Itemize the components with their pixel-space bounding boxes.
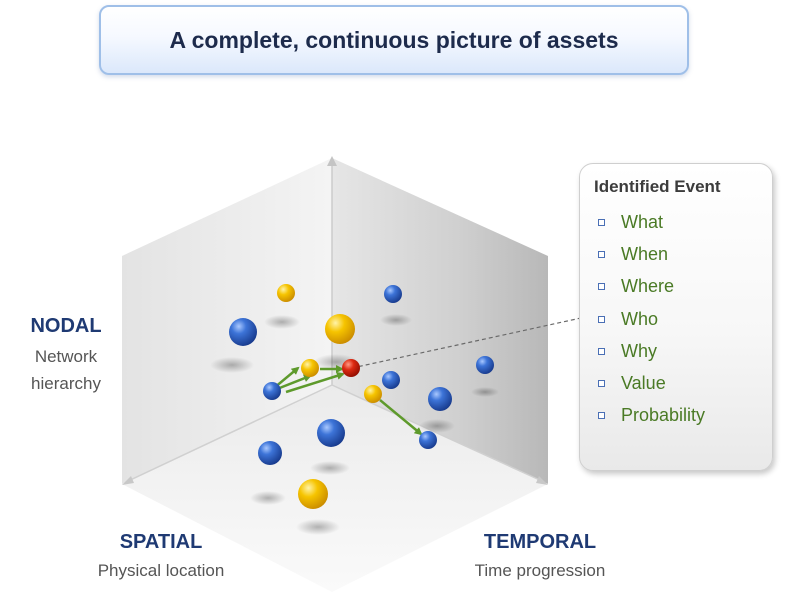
square-bullet-icon	[598, 315, 605, 323]
floor	[122, 385, 548, 592]
right-axis-arrow-icon	[536, 476, 548, 485]
yellow-node	[277, 284, 295, 302]
list-item: What	[596, 206, 705, 238]
left-axis-arrow-icon	[122, 476, 134, 485]
page-title: A complete, continuous picture of assets	[169, 26, 619, 53]
event-item-when: When	[621, 243, 669, 264]
event-item-value: Value	[621, 373, 666, 394]
left-wall	[122, 158, 332, 484]
list-item: Where	[596, 271, 705, 303]
list-item: Value	[596, 367, 705, 399]
event-item-probability: Probability	[621, 405, 706, 426]
square-bullet-icon	[598, 380, 605, 388]
yellow-node	[325, 314, 355, 344]
yellow-node	[301, 359, 319, 377]
node-shadow	[250, 491, 286, 505]
nodal-heading: NODAL	[30, 315, 102, 337]
node-shadow	[264, 315, 300, 329]
blue-node	[419, 431, 437, 449]
movement-arrow	[379, 399, 423, 436]
temporal-subtitle: Time progression	[474, 561, 606, 580]
nodal-subtitle-line1: Network	[34, 347, 98, 366]
identified-event-panel: Identified Event What When Where Who Why…	[579, 163, 773, 471]
blue-node	[428, 387, 452, 411]
square-bullet-icon	[598, 283, 605, 291]
blue-node	[258, 441, 282, 465]
event-item-why: Why	[621, 340, 657, 361]
node-shadow	[380, 314, 412, 326]
right-axis	[331, 384, 545, 483]
blue-node	[263, 382, 281, 400]
movement-arrow	[285, 371, 345, 394]
event-item-what: What	[621, 211, 664, 232]
event-attribute-list: What When Where Who Why Value Probabilit…	[596, 206, 705, 432]
blue-node	[476, 356, 494, 374]
square-bullet-icon	[598, 250, 605, 258]
event-panel-title: Identified Event	[594, 177, 721, 196]
blue-node	[229, 318, 257, 346]
list-item: Who	[596, 303, 705, 335]
yellow-node	[364, 385, 382, 403]
list-item: Probability	[596, 400, 705, 432]
node-shadow	[210, 357, 254, 373]
right-wall	[332, 158, 548, 484]
blue-node	[384, 285, 402, 303]
node-shadow	[310, 461, 350, 475]
left-axis	[125, 384, 333, 483]
identified-event-node	[342, 359, 360, 377]
list-item: Why	[596, 335, 705, 367]
blue-node	[382, 371, 400, 389]
spatial-heading: SPATIAL	[119, 531, 203, 553]
square-bullet-icon	[598, 412, 605, 420]
event-item-where: Where	[621, 276, 675, 297]
temporal-heading: TEMPORAL	[483, 531, 597, 553]
list-item: When	[596, 238, 705, 270]
nodal-subtitle-line2: hierarchy	[31, 374, 101, 393]
blue-node	[317, 419, 345, 447]
vertical-axis-arrow-icon	[327, 156, 337, 166]
node-shadow	[296, 519, 340, 535]
title-banner: A complete, continuous picture of assets	[99, 5, 689, 75]
node-shadow	[419, 419, 455, 433]
square-bullet-icon	[598, 218, 605, 226]
node-shadow	[471, 387, 499, 397]
event-item-who: Who	[621, 308, 659, 329]
spatial-subtitle: Physical location	[97, 561, 225, 580]
square-bullet-icon	[598, 347, 605, 355]
yellow-node	[298, 479, 328, 509]
